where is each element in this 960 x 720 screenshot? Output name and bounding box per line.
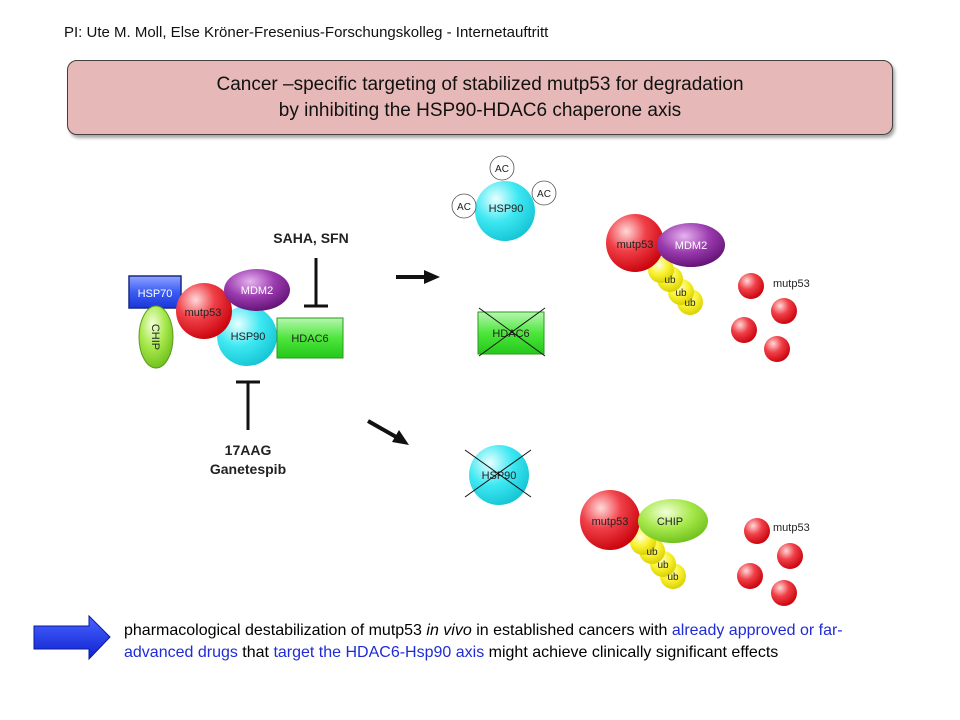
mutp53-sphere: mutp53 xyxy=(176,283,232,339)
chip-ellipse: CHIP xyxy=(138,305,174,369)
acetylated-hsp90-label: HSP90 xyxy=(489,203,524,215)
hdac6-degraded-label: HDAC6 xyxy=(492,328,529,340)
title-line-2: by inhibiting the HSP90-HDAC6 chaperone … xyxy=(278,99,682,121)
svg-text:ub: ub xyxy=(684,298,696,309)
17aag-label: 17AAG xyxy=(225,442,272,458)
upper-mdm2-ellipse: MDM2 xyxy=(657,223,725,267)
lower-free-mutp53-label: mutp53 xyxy=(773,522,810,534)
conclusion-arrow xyxy=(33,614,111,661)
hdac6-box: HDAC6 xyxy=(276,317,344,359)
svg-text:ub: ub xyxy=(667,572,679,583)
saha-inhibition-bar xyxy=(304,258,328,308)
ac-badge-top: AC xyxy=(489,155,515,181)
chip-label: CHIP xyxy=(149,324,161,350)
lower-mutp53-sphere: mutp53 xyxy=(580,490,640,550)
upper-mutp53-label: mutp53 xyxy=(617,239,654,251)
upper-mutp53-sphere: mutp53 xyxy=(606,214,664,272)
hsp70-box: HSP70 xyxy=(128,275,182,309)
header-text: PI: Ute M. Moll, Else Kröner-Fresenius-F… xyxy=(64,24,549,41)
upper-free-mutp53-label: mutp53 xyxy=(773,278,810,290)
lower-free-mutp53-cluster: mutp53 xyxy=(737,518,810,606)
lower-chip-ellipse: CHIP xyxy=(638,499,708,543)
hsp90-degraded: HSP90 xyxy=(464,445,532,505)
svg-text:ub: ub xyxy=(646,547,658,558)
mutp53-label: mutp53 xyxy=(185,307,222,319)
mdm2-label: MDM2 xyxy=(241,285,273,297)
ac-badge-left: AC xyxy=(451,193,477,219)
upper-mdm2-label: MDM2 xyxy=(675,240,707,252)
highlight-approved-drugs: already approved or far-advanced drugs xyxy=(124,622,843,661)
title-line-1: Cancer –specific targeting of stabilized… xyxy=(216,73,744,95)
svg-text:ub: ub xyxy=(675,288,687,299)
mdm2-ellipse: MDM2 xyxy=(224,269,290,311)
hsp90-label: HSP90 xyxy=(231,331,266,343)
ganetespib-label: Ganetespib xyxy=(210,461,286,477)
upper-pathway-arrow xyxy=(396,270,440,284)
saha-sfn-label: SAHA, SFN xyxy=(273,230,348,246)
hdac6-degraded: HDAC6 xyxy=(477,307,546,357)
upper-free-mutp53-cluster: mutp53 xyxy=(731,273,810,362)
svg-text:AC: AC xyxy=(495,164,509,175)
svg-text:AC: AC xyxy=(457,202,471,213)
highlight-target-axis: target the HDAC6-Hsp90 axis xyxy=(273,644,485,661)
svg-text:ub: ub xyxy=(664,275,676,286)
hsp90-degraded-label: HSP90 xyxy=(482,470,517,482)
hsp70-label: HSP70 xyxy=(138,288,173,300)
17aag-inhibition-bar xyxy=(236,380,260,430)
ac-badge-right: AC xyxy=(531,180,557,206)
conclusion-text: pharmacological destabilization of mutp5… xyxy=(124,622,843,661)
svg-text:ub: ub xyxy=(657,560,669,571)
lower-pathway-arrow xyxy=(367,419,409,445)
svg-text:AC: AC xyxy=(537,189,551,200)
acetylated-hsp90: HSP90 AC AC AC xyxy=(451,155,557,241)
hdac6-label: HDAC6 xyxy=(291,333,328,345)
lower-mutp53-label: mutp53 xyxy=(592,516,629,528)
hsp90-sphere: HSP90 xyxy=(217,306,277,366)
lower-chip-label: CHIP xyxy=(657,516,683,528)
title-box: Cancer –specific targeting of stabilized… xyxy=(67,60,893,135)
